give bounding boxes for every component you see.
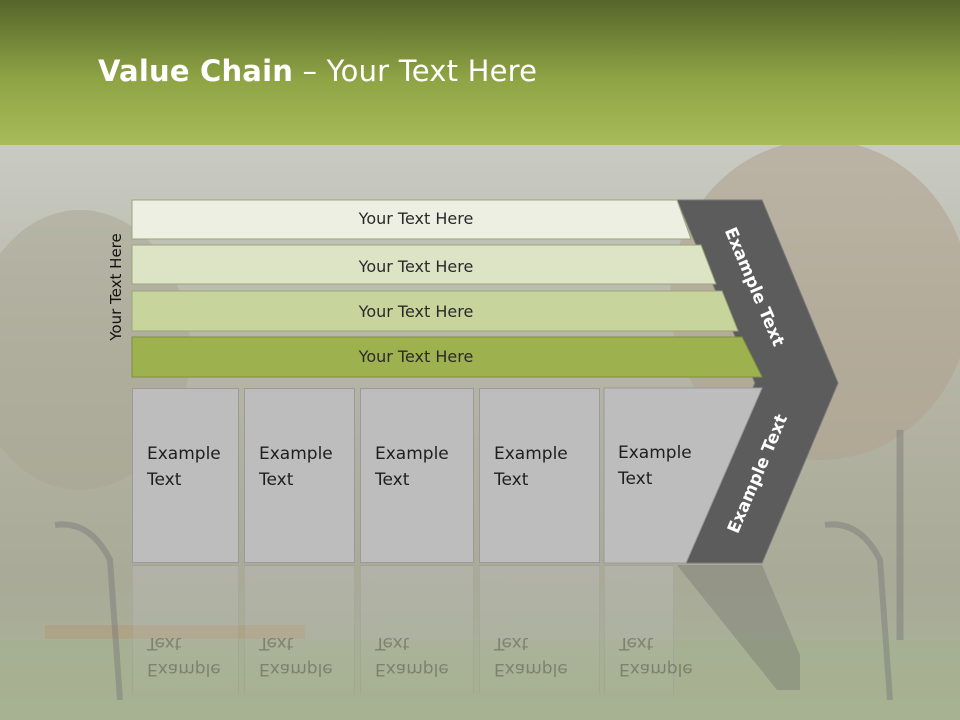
- box-line-1: Example: [494, 444, 568, 464]
- box-line-2: Text: [259, 470, 294, 490]
- box-line-1: Example: [618, 443, 692, 463]
- side-label: Your Text Here: [107, 233, 125, 341]
- bar-label-1: Your Text Here: [358, 209, 474, 228]
- box-line-2: Text: [494, 470, 529, 490]
- bar-label-4: Your Text Here: [358, 347, 474, 366]
- box-line-1: Example: [147, 444, 221, 464]
- bar-label-3: Your Text Here: [358, 302, 474, 321]
- box-line-1: Example: [375, 444, 449, 464]
- bar-label-2: Your Text Here: [358, 257, 474, 276]
- box-line-2: Text: [147, 470, 182, 490]
- title-rest: – Your Text Here: [293, 54, 538, 88]
- box-line-2: Text: [375, 470, 410, 490]
- title-bold: Value Chain: [98, 54, 294, 88]
- box-line-1: Example: [259, 444, 333, 464]
- slide-title: Value Chain – Your Text Here: [98, 54, 537, 88]
- box-line-2: Text: [618, 469, 653, 489]
